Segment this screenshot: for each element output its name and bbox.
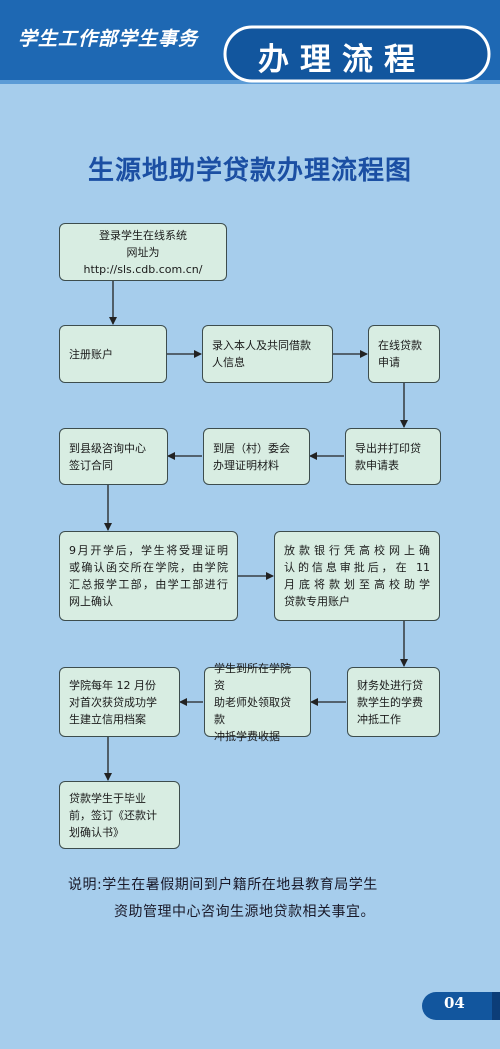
step-committee-line-2: 办理证明材料 — [213, 458, 279, 472]
explanation-note: 说明:学生在暑假期间到户籍所在地县教育局学生 资助管理中心咨询生源地贷款相关事宜… — [68, 872, 438, 926]
step-school-confirmation: 9月开学后，学生将受理证明 或确认函交所在学院，由学院 汇总报学工部，由学工部进… — [59, 531, 238, 621]
step-sign-contract: 到县级咨询中心 签订合同 — [59, 428, 168, 485]
step-receipt-line-3: 冲抵学费收据 — [214, 729, 280, 743]
step-tuition-offset: 财务处进行贷 款学生的学费 冲抵工作 — [347, 667, 440, 737]
step-enter-info-line-2: 人信息 — [212, 356, 245, 369]
section-title-badge — [223, 25, 491, 83]
step-school-confirm-line-4: 网上确认 — [69, 595, 113, 608]
step-committee-line-1: 到居（村）委会 — [213, 441, 290, 455]
step-login-system: 登录学生在线系统 网址为http://sls.cdb.com.cn/ — [59, 223, 227, 281]
step-receipt-line-2: 助老师处领取贷款 — [214, 695, 291, 726]
step-credit-line-2: 对首次获贷成功学 — [69, 695, 157, 709]
step-bank-line-2: 认的信息审批后，在 11 — [284, 561, 430, 574]
step-repayment-line-3: 划确认书》 — [69, 825, 124, 839]
page-number-tab — [492, 992, 500, 1020]
step-repayment-line-2: 前，签订《还款计 — [69, 808, 157, 822]
step-tuition-offset-line-2: 款学生的学费 — [357, 695, 423, 709]
note-line-1: 说明:学生在暑假期间到户籍所在地县教育局学生 — [68, 877, 378, 893]
step-online-apply-line-2: 申请 — [378, 356, 400, 369]
diagram-title: 生源地助学贷款办理流程图 — [87, 156, 412, 186]
step-tuition-offset-line-1: 财务处进行贷 — [357, 678, 423, 692]
step-bank-disbursement: 放款银行凭高校网上确 认的信息审批后，在 11 月底将款划至高校助学 贷款专用账… — [274, 531, 440, 621]
step-bank-line-1: 放款银行凭高校网上确 — [284, 544, 430, 557]
step-tuition-offset-line-3: 冲抵工作 — [357, 712, 401, 726]
step-login-line-2: 网址为http://sls.cdb.com.cn/ — [83, 245, 203, 276]
step-print-form-line-2: 款申请表 — [355, 458, 399, 472]
step-enter-info-line-1: 录入本人及共同借款 — [212, 339, 311, 352]
step-bank-line-3: 月底将款划至高校助学 — [284, 578, 430, 591]
step-print-application-form: 导出并打印贷 款申请表 — [345, 428, 441, 485]
step-login-line-1: 登录学生在线系统 — [99, 228, 187, 242]
step-bank-line-4: 贷款专用账户 — [284, 595, 350, 608]
step-register-account: 注册账户 — [59, 325, 167, 383]
step-committee-certificate: 到居（村）委会 办理证明材料 — [203, 428, 310, 485]
page-number: 04 — [444, 994, 465, 1012]
step-sign-contract-line-1: 到县级咨询中心 — [69, 441, 146, 455]
step-online-apply-line-1: 在线贷款 — [378, 339, 422, 352]
step-credit-line-3: 生建立信用档案 — [69, 712, 146, 726]
step-credit-record: 学院每年 12 月份 对首次获贷成功学 生建立信用档案 — [59, 667, 180, 737]
step-school-confirm-line-2: 或确认函交所在学院，由学院 — [69, 561, 228, 574]
step-repayment-line-1: 贷款学生于毕业 — [69, 791, 146, 805]
department-label: 学生工作部学生事务 — [18, 28, 199, 50]
step-school-confirm-line-1: 9月开学后，学生将受理证明 — [69, 544, 228, 557]
step-enter-borrower-info: 录入本人及共同借款 人信息 — [202, 325, 333, 383]
step-school-confirm-line-3: 汇总报学工部，由学工部进行 — [69, 578, 228, 591]
step-register-line-1: 注册账户 — [69, 347, 113, 361]
note-line-2: 资助管理中心咨询生源地贷款相关事宜。 — [114, 904, 375, 920]
step-receipt-line-1: 学生到所在学院资 — [214, 661, 291, 692]
step-sign-contract-line-2: 签订合同 — [69, 458, 113, 472]
step-print-form-line-1: 导出并打印贷 — [355, 441, 421, 455]
step-repayment-plan: 贷款学生于毕业 前，签订《还款计 划确认书》 — [59, 781, 180, 849]
page-number-badge — [422, 992, 492, 1020]
step-credit-line-1: 学院每年 12 月份 — [69, 678, 156, 692]
step-online-application: 在线贷款 申请 — [368, 325, 440, 383]
section-title: 办理流程 — [258, 42, 426, 78]
step-collect-receipt: 学生到所在学院资 助老师处领取贷款 冲抵学费收据 — [204, 662, 311, 743]
